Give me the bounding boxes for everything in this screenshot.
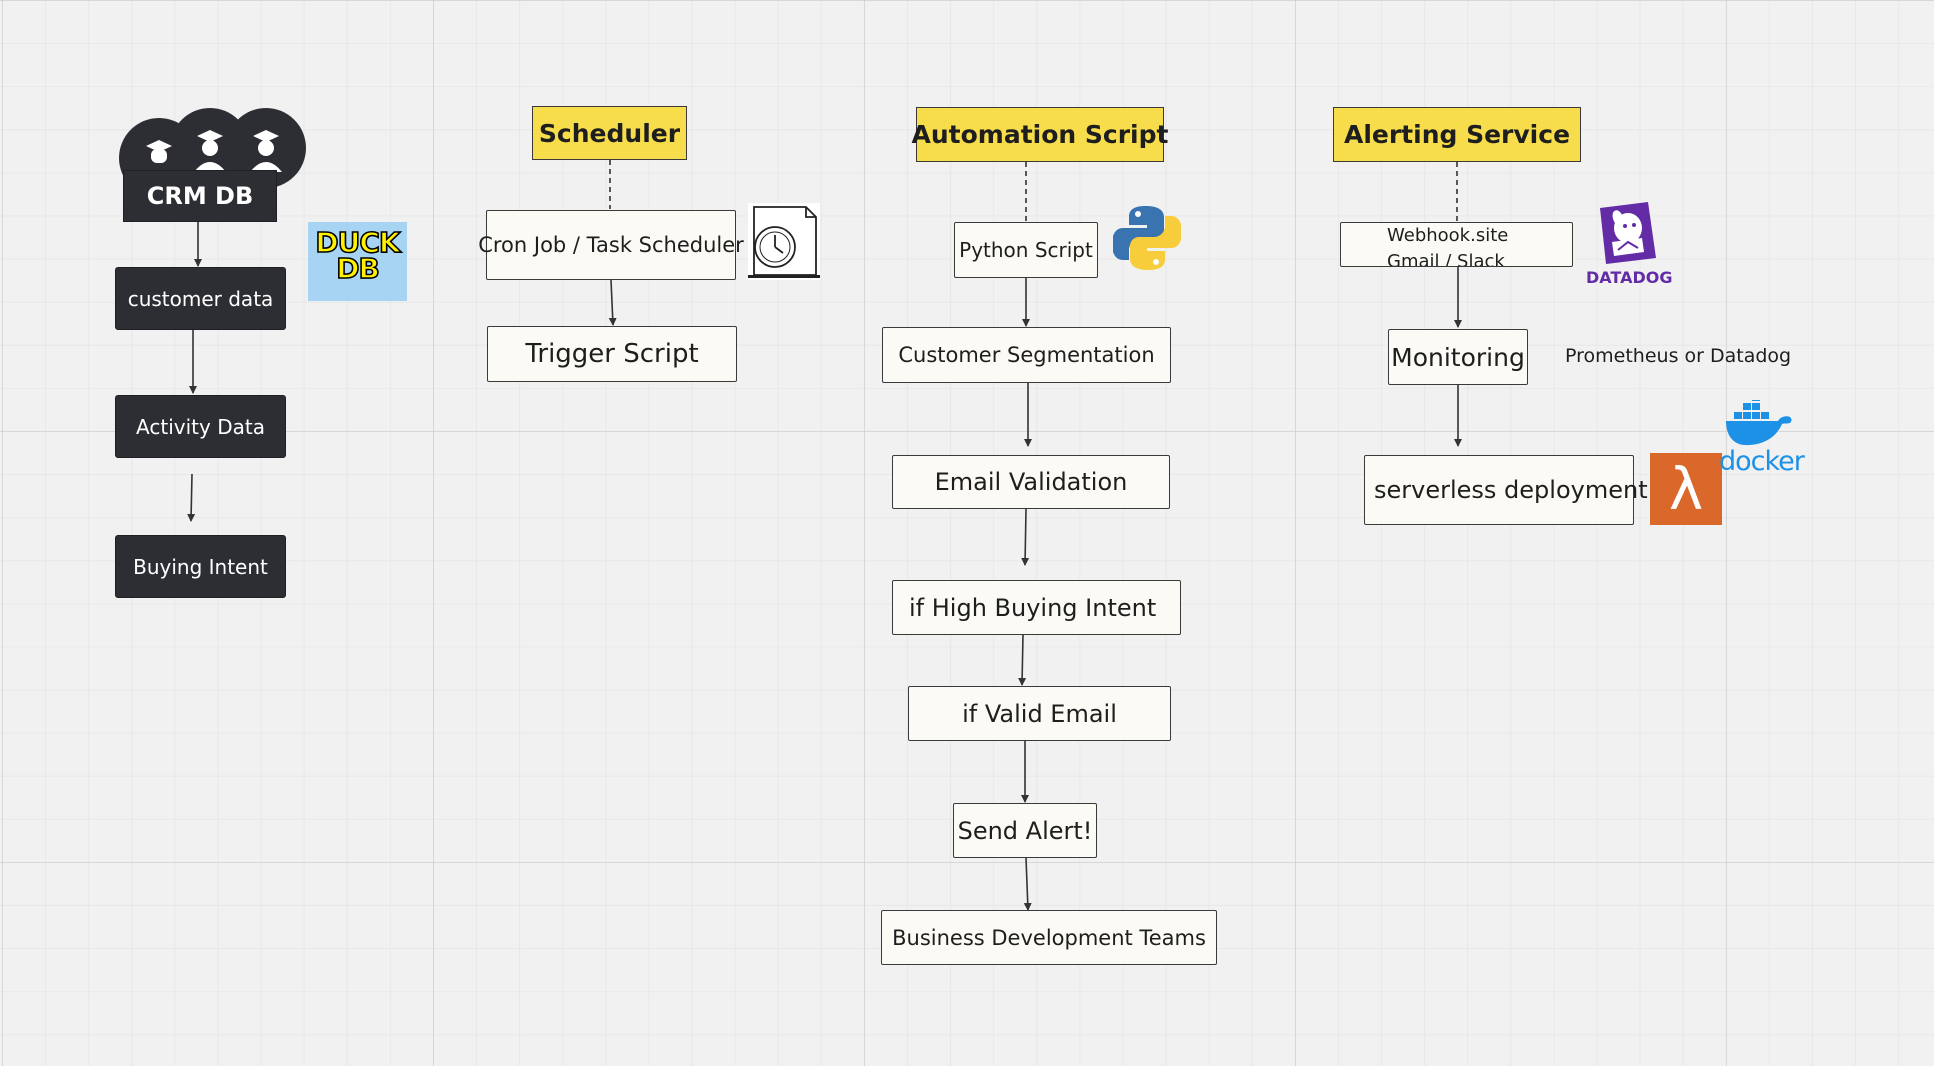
monitoring-node[interactable]: Monitoring [1388, 329, 1528, 385]
webhook-line1: Webhook.site [1387, 225, 1509, 246]
high-buying-intent-node[interactable]: if High Buying Intent [892, 580, 1181, 635]
alerting-service-header: Alerting Service [1333, 107, 1581, 162]
automation-script-header: Automation Script [912, 107, 1168, 162]
docker-logo: docker [1719, 400, 1805, 480]
activity-data-node[interactable]: Activity Data [115, 395, 286, 458]
business-development-teams-node[interactable]: Business Development Teams [881, 910, 1217, 965]
duckdb-logo: DUCK DB [308, 222, 407, 301]
valid-email-node[interactable]: if Valid Email [908, 686, 1171, 741]
email-validation-node[interactable]: Email Validation [892, 455, 1170, 509]
crm-db-title: CRM DB [123, 170, 277, 222]
arrow-high-intent-to-valid-email [1018, 634, 1027, 686]
monitoring-note: Prometheus or Datadog [1565, 345, 1792, 367]
duckdb-logo-line2: DB [335, 252, 380, 285]
python-script-node[interactable]: Python Script [954, 222, 1098, 278]
send-alert-node[interactable]: Send Alert! [953, 803, 1097, 858]
customer-segmentation-node[interactable]: Customer Segmentation [882, 327, 1171, 383]
clock-document-icon [748, 203, 820, 280]
buying-intent-node[interactable]: Buying Intent [115, 535, 286, 598]
customer-data-node[interactable]: customer data [115, 267, 286, 330]
serverless-deployment-node[interactable]: serverless deployment [1364, 455, 1648, 525]
duckdb-logo-line1: DUCK [315, 226, 402, 259]
cron-job-node[interactable]: Cron Job / Task Scheduler [478, 210, 744, 280]
datadog-logo: DATADOG [1584, 202, 1674, 290]
python-logo-icon [1112, 204, 1182, 272]
docker-logo-text: docker [1719, 446, 1805, 477]
webhook-line2: Gmail / Slack [1387, 251, 1505, 267]
trigger-script-node[interactable]: Trigger Script [487, 326, 737, 382]
aws-lambda-logo: λ [1650, 453, 1722, 525]
scheduler-header: Scheduler [532, 106, 687, 160]
arrow-validation-to-high-intent [1021, 508, 1030, 566]
arrow-cron-to-trigger [608, 279, 617, 326]
webhook-node[interactable]: Webhook.site Gmail / Slack [1340, 222, 1573, 267]
arrow-activity-to-intent [187, 473, 196, 522]
arrow-send-alert-to-bd-teams [1023, 857, 1032, 911]
lambda-glyph: λ [1668, 455, 1704, 523]
datadog-logo-text: DATADOG [1586, 268, 1673, 287]
